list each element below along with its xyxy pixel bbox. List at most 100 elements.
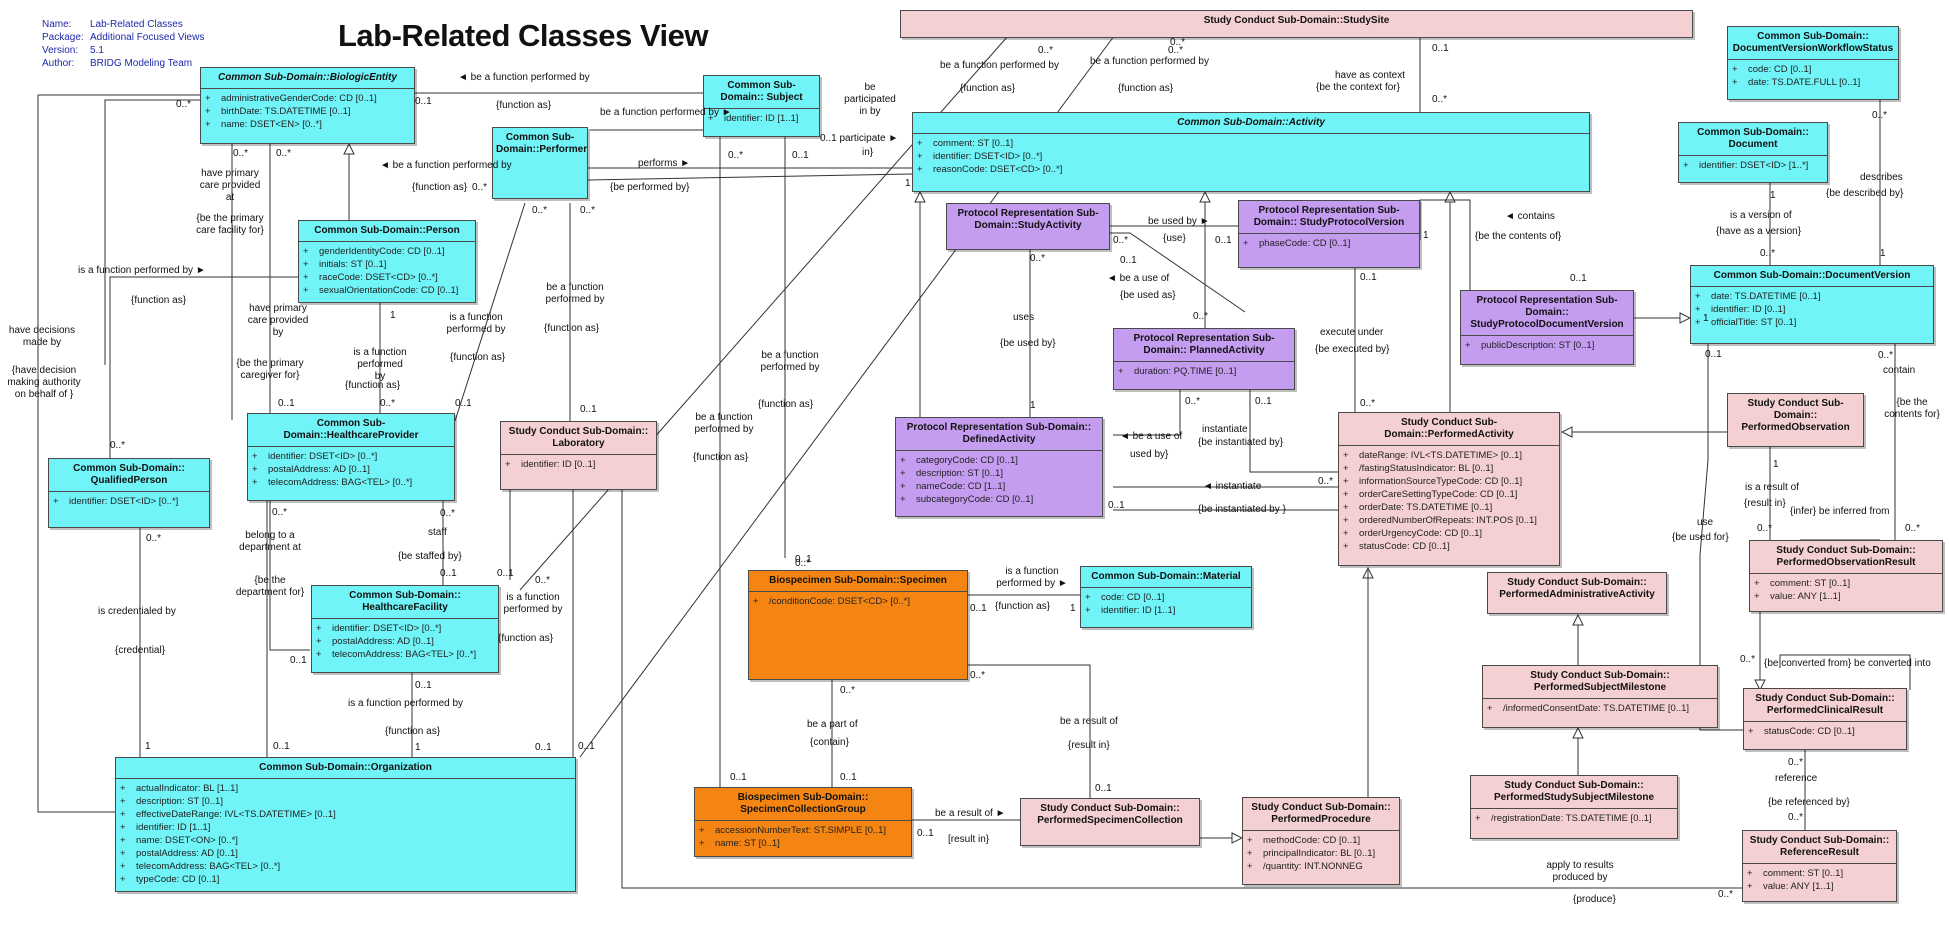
class-material[interactable]: Common Sub-Domain::Material+code: CD [0.… xyxy=(1080,566,1252,628)
association-label: have primary care provided at xyxy=(199,168,261,203)
association-label: ◄ be a function performed by xyxy=(458,72,590,83)
association-label: performs ► xyxy=(638,158,691,169)
class-attribute: +sexualOrientationCode: CD [0..1] xyxy=(303,284,471,297)
association-label: {be the contents of} xyxy=(1475,231,1562,242)
association-label: be a function performed by xyxy=(940,60,1059,71)
association-label: {contain} xyxy=(810,737,849,748)
association-label: 0..* xyxy=(1113,235,1129,246)
class-perf-clinical-result[interactable]: Study Conduct Sub-Domain:: PerformedClin… xyxy=(1743,688,1907,750)
association-label: is a result of xyxy=(1745,482,1799,493)
class-attribute: +date: TS.DATE.FULL [0..1] xyxy=(1732,76,1894,89)
class-title: Common Sub-Domain:: DocumentVersionWorkf… xyxy=(1732,31,1894,54)
class-perf-observation-result[interactable]: Study Conduct Sub-Domain:: PerformedObse… xyxy=(1749,540,1943,612)
association-label: 0..1 xyxy=(970,603,987,614)
attribute-text: description: ST [0..1] xyxy=(916,468,1003,479)
visibility-marker: + xyxy=(708,113,714,124)
class-title: Common Sub-Domain:: Document xyxy=(1697,127,1809,150)
class-facility[interactable]: Common Sub-Domain:: HealthcareFacility+i… xyxy=(311,585,499,673)
class-attributes: +comment: ST [0..1]+value: ANY [1..1] xyxy=(1743,863,1896,896)
class-attributes: +administrativeGenderCode: CD [0..1]+bir… xyxy=(201,88,414,134)
class-specimen[interactable]: Biospecimen Sub-Domain::Specimen+/condit… xyxy=(748,570,968,680)
class-laboratory[interactable]: Study Conduct Sub-Domain:: Laboratory+id… xyxy=(500,421,657,490)
visibility-marker: + xyxy=(1118,366,1124,377)
association-label: 0..1 xyxy=(1215,235,1232,246)
association-label: 0..1 xyxy=(917,828,934,839)
attribute-text: telecomAddress: BAG<TEL> [0..*] xyxy=(332,649,477,660)
info-key: Name: xyxy=(42,19,72,30)
class-document-version[interactable]: Common Sub-Domain::DocumentVersion+date:… xyxy=(1690,265,1934,344)
association-label: 0..* xyxy=(1432,94,1448,105)
association-label: be a part of xyxy=(807,719,858,730)
class-attribute: +postalAddress: AD [0..1] xyxy=(252,463,450,476)
class-study-protocol-document-version[interactable]: Protocol Representation Sub-Domain:: Stu… xyxy=(1460,290,1634,365)
association-label: 0..1 xyxy=(730,772,747,783)
class-attribute: +comment: ST [0..1] xyxy=(1754,577,1938,590)
class-title: Study Conduct Sub-Domain:: PerformedClin… xyxy=(1755,693,1895,716)
class-defined-activity[interactable]: Protocol Representation Sub-Domain:: Def… xyxy=(895,417,1103,517)
association-label: 0..1 participate ► xyxy=(820,133,899,144)
visibility-marker: + xyxy=(1683,160,1689,171)
association-label: be participated in by xyxy=(844,82,896,117)
visibility-marker: + xyxy=(1243,238,1249,249)
class-provider[interactable]: Common Sub-Domain::HealthcareProvider+id… xyxy=(247,413,455,501)
class-perf-observation[interactable]: Study Conduct Sub-Domain:: PerformedObse… xyxy=(1727,393,1864,447)
attribute-text: identifier: DSET<ID> [1..*] xyxy=(1699,160,1809,171)
class-title: Study Conduct Sub-Domain:: PerformedProc… xyxy=(1251,802,1391,825)
association-label: 0..* xyxy=(840,685,856,696)
attribute-text: officialTitle: ST [0..1] xyxy=(1711,317,1797,328)
visibility-marker: + xyxy=(1343,502,1349,513)
class-document[interactable]: Common Sub-Domain:: Document+ identifier:… xyxy=(1678,122,1828,183)
class-perf-procedure[interactable]: Study Conduct Sub-Domain:: PerformedProc… xyxy=(1242,797,1400,885)
class-biologic[interactable]: Common Sub-Domain::BiologicEntity+admini… xyxy=(200,67,415,144)
class-attribute: +identifier: ID [0..1] xyxy=(505,458,652,471)
class-attribute: +date: TS.DATETIME [0..1] xyxy=(1695,290,1929,303)
attribute-text: /registrationDate: TS.DATETIME [0..1] xyxy=(1491,813,1652,824)
attribute-text: postalAddress: AD [0..1] xyxy=(332,636,434,647)
class-activity[interactable]: Common Sub-Domain::Activity+comment: ST … xyxy=(912,112,1590,192)
visibility-marker: + xyxy=(303,259,309,270)
association-label: be a function performed by xyxy=(545,282,605,305)
class-title: Study Conduct Sub-Domain:: PerformedStud… xyxy=(1493,780,1655,803)
class-attributes: + identifier: DSET<ID> [1..*] xyxy=(1679,155,1827,175)
association-label: 0..* xyxy=(1193,311,1209,322)
class-planned-activity[interactable]: Protocol Representation Sub-Domain:: Pla… xyxy=(1113,328,1295,390)
association-label: 1 xyxy=(1880,248,1886,259)
class-attribute: +value: ANY [1..1] xyxy=(1747,880,1892,893)
class-subject[interactable]: Common Sub-Domain:: Subject+identifier: … xyxy=(703,75,820,137)
association-label: is a function performed by xyxy=(446,312,506,335)
class-qualified[interactable]: Common Sub-Domain:: QualifiedPerson+iden… xyxy=(48,458,210,528)
association-label: 0..1 xyxy=(1360,272,1377,283)
class-attributes: +statusCode: CD [0..1] xyxy=(1744,721,1906,741)
class-title: Common Sub-Domain::Activity xyxy=(1177,117,1325,128)
class-perf-study-subject-milestone[interactable]: Study Conduct Sub-Domain:: PerformedStud… xyxy=(1470,775,1678,839)
association-label: {be referenced by} xyxy=(1768,797,1850,808)
class-attribute: +raceCode: DSET<CD> [0..*] xyxy=(303,271,471,284)
visibility-marker: + xyxy=(1343,528,1349,539)
visibility-marker: + xyxy=(917,138,923,149)
attribute-text: dateRange: IVL<TS.DATETIME> [0..1] xyxy=(1359,450,1522,461)
visibility-marker: + xyxy=(1343,515,1349,526)
class-reference-result[interactable]: Study Conduct Sub-Domain:: ReferenceResu… xyxy=(1742,830,1897,902)
class-person[interactable]: Common Sub-Domain::Person+genderIdentity… xyxy=(298,220,476,303)
class-performer[interactable]: Common Sub-Domain::Performer xyxy=(492,127,588,199)
class-perf-subject-milestone[interactable]: Study Conduct Sub-Domain:: PerformedSubj… xyxy=(1482,665,1718,728)
class-study-protocol-version[interactable]: Protocol Representation Sub-Domain:: Stu… xyxy=(1238,200,1420,268)
association-label: 0..1 xyxy=(440,568,457,579)
class-attributes: +identifier: ID [1..1] xyxy=(704,108,819,128)
class-collection-group[interactable]: Biospecimen Sub-Domain:: SpecimenCollect… xyxy=(694,787,912,857)
class-attribute: +administrativeGenderCode: CD [0..1] xyxy=(205,92,410,105)
class-study-site[interactable]: Study Conduct Sub-Domain::StudySite xyxy=(900,10,1693,38)
association-label: 0..* xyxy=(1760,248,1776,259)
class-doc-workflow[interactable]: Common Sub-Domain:: DocumentVersionWorkf… xyxy=(1727,26,1899,100)
association-label: 0..* xyxy=(1788,757,1804,768)
diagram-title: Lab-Related Classes View xyxy=(338,18,708,53)
association-label: {be used for} xyxy=(1672,532,1729,543)
class-perf-specimen-collection[interactable]: Study Conduct Sub-Domain:: PerformedSpec… xyxy=(1020,798,1200,846)
class-study-activity[interactable]: Protocol Representation Sub-Domain::Stud… xyxy=(946,203,1110,250)
association-label: 1 xyxy=(145,741,151,752)
class-performed-activity[interactable]: Study Conduct Sub-Domain::PerformedActiv… xyxy=(1338,412,1560,566)
visibility-marker: + xyxy=(1747,881,1753,892)
class-organization[interactable]: Common Sub-Domain::Organization+actualIn… xyxy=(115,757,576,892)
class-perf-admin[interactable]: Study Conduct Sub-Domain:: PerformedAdmi… xyxy=(1487,572,1667,614)
class-attribute: +principalIndicator: BL [0..1] xyxy=(1247,847,1395,860)
